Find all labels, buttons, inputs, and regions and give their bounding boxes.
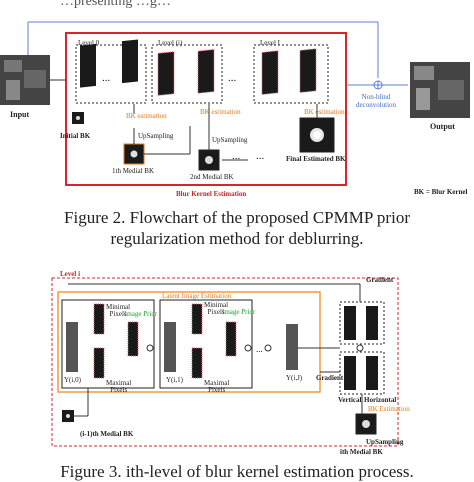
minimal-pixels-2: Minimal Pixels [204,301,229,316]
figure-3-caption: Figure 3. ith-level of blur kernel estim… [60,462,414,481]
figure-2-caption-line2: regularization method for deblurring. [110,229,364,248]
final-bk-label: Final Estimated BK [286,155,346,163]
prev-medial-label: (i-1)th Medial BK [80,430,134,438]
bk-estimation-label-3: BK estimation [304,108,345,116]
node [264,344,272,352]
blur-kernel-estimation-label: Blur Kernel Estimation [176,190,247,198]
tile [127,321,139,357]
image-prior-1: Image Prior [124,310,158,318]
node [356,344,364,352]
nonblind-label: Non-blind deconvolution [356,93,397,109]
leveli-label: Level (i) [158,39,183,47]
upsampling-label-2: UpSampling [212,136,248,144]
medial-bk-1-label: 1th Medial BK [112,167,154,175]
level-i-box [51,277,399,447]
ellipsis: ... [256,344,263,354]
initial-bk-label: Initial BK [60,132,91,140]
tile [122,39,138,84]
tile [366,356,378,390]
image-prior-2: Image Prior [222,308,256,316]
ellipsis-2: ... [228,72,237,84]
figure-2-diagram [0,21,470,186]
horizontal-label: Horizontal [364,396,397,404]
vertical-label: Vertical [338,396,362,404]
figure-2-caption-line1: Figure 2. Flowchart of the proposed CPMM… [64,208,410,227]
tile [366,306,378,340]
maximal-pixels-2: Maximal Pixels [204,379,230,394]
minimal-pixels-1: Minimal Pixels [106,303,131,318]
medial-bk-2-label: 2nd Medial BK [190,173,234,181]
bk-legend: BK = Blur Kernel [414,188,468,196]
image-strip [164,322,176,372]
tile [191,347,203,379]
bk-estimation-label: BK Estimation [368,405,410,413]
stage-box-2 [159,299,253,389]
figure-3-diagram [51,277,399,447]
tile [225,321,237,357]
node [244,344,252,352]
levelI-label: Level I [260,39,281,47]
figure-3: Level i Latent Image Estimation Gradient… [0,262,474,456]
tile [197,48,215,94]
level0-label: Level 0 [78,39,100,47]
latent-estimation-box [57,291,321,393]
tile [261,50,279,96]
ellipsis-3: ... [232,150,241,162]
gradient-box-top [339,301,385,345]
stage-box-1 [61,299,155,389]
tile [191,303,203,335]
bk-estimation-label-1: BK estimation [126,112,167,120]
upsampling-label: UpSampling [366,438,404,446]
figure-2-caption: Figure 2. Flowchart of the proposed CPMM… [0,207,474,249]
gradient-top-label: Gradient [366,276,394,284]
maximal-pixels-1: Maximal Pixels [106,379,132,394]
tile [93,303,105,335]
upsampling-label-1: UpSampling [138,132,174,140]
blur-kernel-estimation-box [65,32,347,186]
header-fragment: …presenting …g… [60,0,171,9]
level-i-label: Level i [60,270,81,278]
final-bk-kernel [299,117,335,153]
latent-label: Latent Image Estimation [162,292,232,300]
ellipsis-1: ... [102,72,111,84]
tile [344,356,356,390]
input-label: Input [10,110,30,119]
ellipsis-4: ... [256,150,265,162]
bk-estimation-label-2: BK estimation [200,108,241,116]
output-label: Output [430,122,455,131]
x-label-1: Y(i,1) [166,376,183,384]
image-strip [286,324,298,370]
tile [93,347,105,379]
x-label-J: Y(i,J) [286,374,303,382]
tile [157,51,175,96]
tile [299,48,317,94]
tile [344,306,356,340]
image-strip [66,322,78,372]
ith-medial-label: ith Medial BK [340,448,383,456]
levelI-box [253,44,329,104]
node [146,344,154,352]
figure-2: Input Output Non-blind deconvolution Lev… [0,0,474,210]
tile [80,43,96,88]
gradient-mid-label: Gradient [316,374,344,382]
x-label-0: Y(i,0) [64,376,81,384]
